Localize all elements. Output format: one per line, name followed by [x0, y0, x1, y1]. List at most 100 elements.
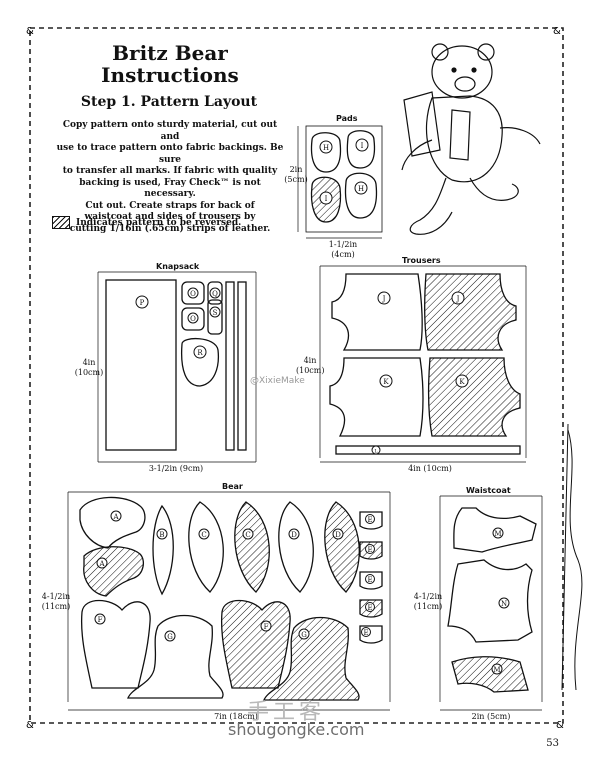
- piece-label-r: R: [193, 345, 207, 359]
- trousers-section: [319, 265, 527, 463]
- piece-label-s: S: [209, 306, 221, 318]
- hatch-swatch-icon: [52, 216, 70, 229]
- waistcoat-label: Waistcoat: [466, 486, 511, 495]
- svg-text:&: &: [26, 720, 34, 731]
- pads-height: 2in(5cm): [284, 165, 308, 184]
- piece-label-e4: E: [365, 602, 375, 612]
- svg-text:E: E: [367, 604, 372, 612]
- svg-text:N: N: [501, 600, 507, 608]
- svg-text:E: E: [363, 629, 368, 637]
- svg-text:E: E: [367, 576, 372, 584]
- svg-text:C: C: [201, 531, 206, 539]
- step-heading: Step 1. Pattern Layout: [80, 94, 258, 110]
- svg-text:A: A: [98, 560, 105, 568]
- knapsack-height: 4in(10cm): [74, 358, 104, 377]
- svg-text:H: H: [358, 185, 364, 193]
- svg-text:G: G: [301, 631, 307, 639]
- svg-text:F: F: [98, 616, 103, 624]
- piece-label-f2: F: [260, 620, 272, 632]
- svg-text:O: O: [190, 315, 196, 323]
- piece-label-e5: E: [361, 627, 371, 637]
- piece-label-c2: C: [242, 528, 254, 540]
- svg-text:E: E: [367, 516, 372, 524]
- svg-text:G: G: [167, 633, 173, 641]
- piece-label-k2: K: [455, 374, 469, 388]
- piece-label-a2: A: [96, 557, 108, 569]
- piece-label-g2: G: [298, 628, 310, 640]
- piece-label-k1: K: [379, 374, 393, 388]
- watermark-chinese: 手工客: [247, 700, 326, 725]
- svg-text:J: J: [456, 295, 460, 303]
- piece-label-h1: H: [319, 140, 333, 154]
- knapsack-label: Knapsack: [156, 262, 200, 271]
- piece-label-m1: M: [492, 527, 504, 539]
- piece-label-e1: E: [365, 514, 375, 524]
- piece-label-o1: O: [187, 287, 199, 299]
- svg-text:K: K: [383, 378, 389, 386]
- page-title: Britz Bear Instructions: [101, 41, 239, 87]
- waistcoat-width: 2in (5cm): [471, 712, 511, 721]
- trousers-label: Trousers: [402, 256, 441, 265]
- piece-label-j1: J: [377, 291, 391, 305]
- piece-label-f1: F: [94, 613, 106, 625]
- svg-text:J: J: [382, 295, 386, 303]
- watermark-handle: @XixieMake: [250, 376, 305, 386]
- svg-text:&: &: [553, 26, 561, 37]
- reverse-legend: Indicates pattern to be reversed.: [52, 216, 292, 229]
- svg-text:R: R: [197, 349, 203, 357]
- pads-section: [297, 125, 383, 239]
- watermark-site: shougongke.com: [228, 720, 365, 739]
- bear-illustration: [401, 43, 541, 235]
- piece-label-p: P: [135, 295, 149, 309]
- piece-label-n: N: [498, 597, 510, 609]
- page-number: 53: [546, 738, 559, 749]
- trousers-height: 4in(10cm): [296, 356, 325, 375]
- svg-text:I: I: [325, 195, 328, 203]
- svg-text:Q: Q: [212, 290, 218, 298]
- svg-text:F: F: [264, 623, 269, 631]
- svg-text:D: D: [291, 531, 297, 539]
- pads-label: Pads: [336, 114, 358, 123]
- knapsack-section: [97, 271, 257, 463]
- piece-label-g1: G: [164, 630, 176, 642]
- piece-label-b: B: [156, 528, 168, 540]
- knapsack-width: 3-1/2in (9cm): [148, 464, 204, 473]
- bear-height: 4-1/2in(11cm): [41, 592, 71, 611]
- piece-label-d1: D: [288, 528, 300, 540]
- piece-label-i1: I: [355, 138, 369, 152]
- piece-label-d2: D: [332, 528, 344, 540]
- svg-text:D: D: [335, 531, 341, 539]
- instructions-text: Copy pattern onto sturdy material, cut o…: [56, 120, 284, 234]
- bear-label: Bear: [222, 482, 243, 491]
- svg-text:L: L: [374, 449, 378, 455]
- svg-text:&: &: [556, 720, 564, 731]
- piece-label-e3: E: [365, 574, 375, 584]
- pads-width: 1-1/2in(4cm): [328, 240, 358, 259]
- svg-text:S: S: [213, 309, 218, 317]
- piece-label-q: Q: [209, 287, 221, 299]
- trousers-width: 4in (10cm): [408, 464, 452, 473]
- svg-text:C: C: [245, 531, 250, 539]
- piece-label-o2: O: [187, 312, 199, 324]
- svg-text:I: I: [361, 142, 364, 150]
- piece-label-m2: M: [491, 663, 503, 675]
- svg-text:H: H: [323, 144, 329, 152]
- piece-label-a1: A: [110, 510, 122, 522]
- svg-text:K: K: [459, 378, 465, 386]
- piece-label-e2: E: [365, 544, 375, 554]
- svg-text:P: P: [140, 299, 145, 307]
- piece-label-l: L: [371, 445, 381, 455]
- svg-text:&: &: [26, 26, 34, 37]
- svg-text:O: O: [190, 290, 196, 298]
- svg-text:A: A: [112, 513, 119, 521]
- needle-and-thread-icon: [561, 423, 583, 691]
- svg-text:M: M: [493, 666, 500, 674]
- waistcoat-height: 4-1/2in(11cm): [413, 592, 443, 611]
- piece-label-c1: C: [198, 528, 210, 540]
- piece-label-h2: H: [354, 181, 368, 195]
- piece-label-j2: J: [451, 291, 465, 305]
